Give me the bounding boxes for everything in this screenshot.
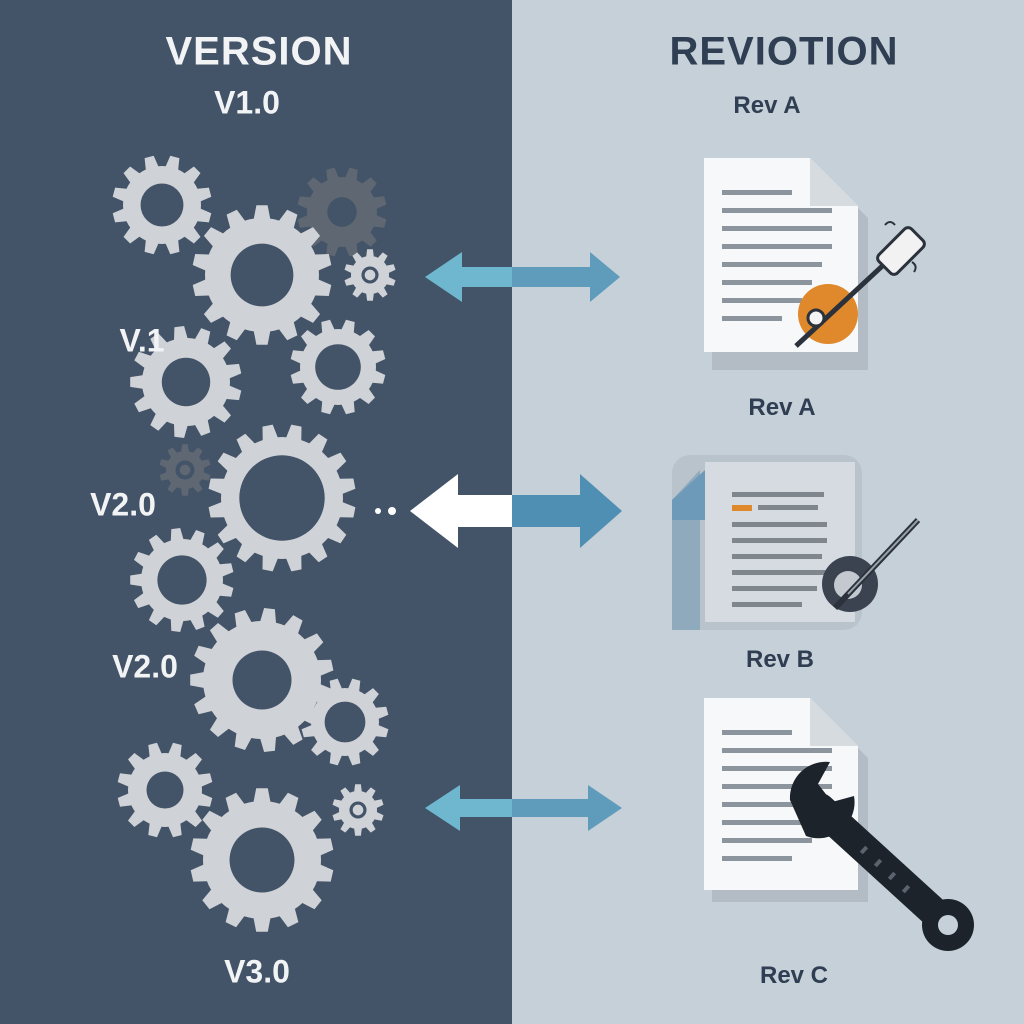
- version-label: V3.0: [224, 953, 290, 990]
- version-label: V2.0: [112, 648, 178, 685]
- revision-label: Rev A: [733, 92, 801, 119]
- gear-icon: [117, 742, 213, 838]
- version-label: V1.0: [214, 84, 280, 121]
- pen-tool-icon: [794, 221, 926, 348]
- revision-label: Rev A: [748, 394, 816, 421]
- revision-heading: REVIOTION: [669, 29, 899, 74]
- gear-icon: [159, 444, 211, 496]
- document-icon: [672, 455, 862, 630]
- gear-icon: [332, 784, 384, 836]
- wrench-icon: [789, 761, 974, 951]
- version-label: V2.0: [90, 486, 156, 523]
- gear-icon: [344, 249, 396, 301]
- gear-icon: [208, 424, 356, 572]
- double-arrow-icon: [425, 252, 620, 302]
- revision-label: Rev C: [759, 962, 829, 989]
- gear-icon: [130, 326, 242, 438]
- gear-icon: [297, 167, 387, 257]
- gear-icon: [290, 319, 386, 415]
- gear-icon: [190, 608, 334, 752]
- gear-icon: [130, 528, 234, 632]
- double-arrow-icon: [425, 785, 622, 831]
- gear-icon: [190, 788, 334, 932]
- pen-tool-icon: [822, 517, 921, 612]
- gear-icon: [192, 205, 332, 345]
- arrow-group: [375, 252, 622, 831]
- gear-icon: [301, 678, 389, 766]
- gear-cluster: [112, 155, 396, 932]
- version-label: V.1: [119, 322, 165, 359]
- revision-label: Rev B: [745, 646, 815, 673]
- gear-icon: [112, 155, 212, 255]
- double-arrow-icon: [375, 474, 622, 548]
- document-icon: [704, 698, 868, 902]
- version-heading: VERSION: [165, 29, 353, 74]
